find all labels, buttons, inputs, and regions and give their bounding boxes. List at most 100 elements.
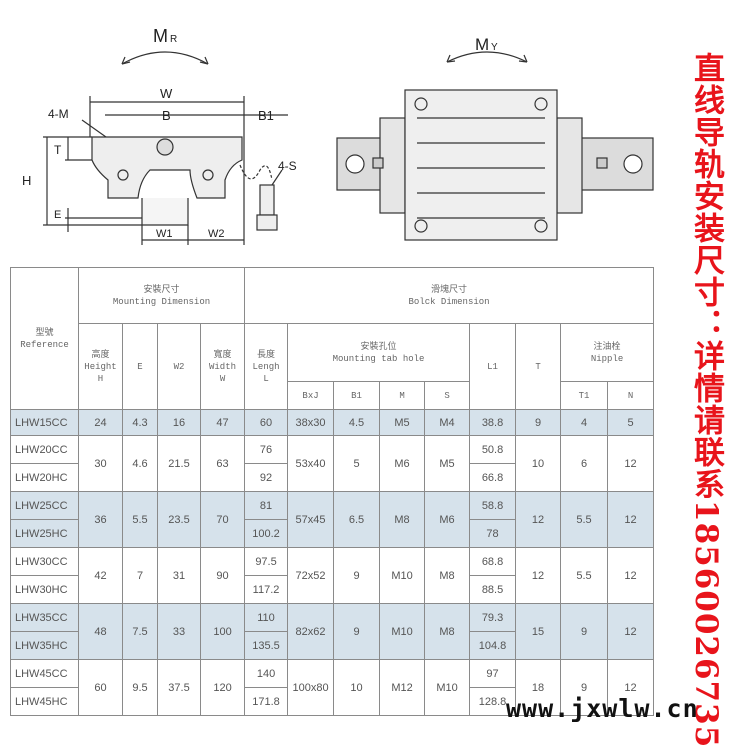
cell-reference: LHW35HC <box>10 631 79 660</box>
cell-reference: LHW45CC <box>10 659 79 688</box>
cell-e: 5.5 <box>122 491 158 548</box>
moment-arrow-arc <box>121 51 209 65</box>
cell-w: 47 <box>199 409 246 436</box>
header-bxj: BxJ <box>287 381 335 410</box>
cell-m: M8 <box>379 491 426 548</box>
cell-length: 135.5 <box>244 631 289 660</box>
cell-l1: 104.8 <box>469 631 517 660</box>
cell-e: 7.5 <box>122 603 158 660</box>
header-t: T <box>515 323 562 410</box>
cell-n: 5 <box>607 409 655 436</box>
cell-l1: 128.8 <box>469 687 517 716</box>
cell-s: M8 <box>424 603 471 660</box>
cell-l1: 97 <box>469 659 517 688</box>
cell-l1: 50.8 <box>469 435 517 464</box>
cell-reference: LHW45HC <box>10 687 79 716</box>
cell-m: M10 <box>379 547 426 604</box>
cell-s: M6 <box>424 491 471 548</box>
cell-bxj: 38x30 <box>287 409 335 436</box>
cell-reference: LHW20HC <box>10 463 79 492</box>
cell-w2: 31 <box>157 547 201 604</box>
cell-l1: 66.8 <box>469 463 517 492</box>
cell-length: 60 <box>244 409 289 436</box>
cell-length: 76 <box>244 435 289 464</box>
cell-t1: 9 <box>560 659 609 716</box>
cell-s: M4 <box>424 409 471 436</box>
cell-t: 12 <box>515 491 562 548</box>
header-s: S <box>424 381 471 410</box>
table-row: LHW45HC 171.8 128.8 <box>10 687 654 716</box>
cell-m: M6 <box>379 435 426 492</box>
cell-n: 12 <box>607 491 655 548</box>
cell-e: 4.3 <box>122 409 158 436</box>
dim-4s: 4-S <box>278 159 297 173</box>
cell-reference: LHW25HC <box>10 519 79 548</box>
cell-l1: 79.3 <box>469 603 517 632</box>
dim-e: E <box>54 209 61 221</box>
cell-w: 63 <box>199 435 246 492</box>
cell-reference: LHW25CC <box>10 491 79 520</box>
cell-reference: LHW15CC <box>10 409 79 436</box>
cell-length: 92 <box>244 463 289 492</box>
cell-h: 36 <box>78 491 123 548</box>
cell-s: M5 <box>424 435 471 492</box>
cell-h: 48 <box>78 603 123 660</box>
moment-sub-label: Y <box>491 42 498 53</box>
cell-bxj: 57x45 <box>287 491 335 548</box>
watermark: www.jxwlw.cn <box>506 694 699 723</box>
cell-l1: 68.8 <box>469 547 517 576</box>
cell-t: 15 <box>515 603 562 660</box>
cell-w2: 21.5 <box>157 435 201 492</box>
cell-w: 90 <box>199 547 246 604</box>
cell-s: M10 <box>424 659 471 716</box>
cell-h: 60 <box>78 659 123 716</box>
moment-label: M <box>475 35 489 54</box>
cell-w2: 16 <box>157 409 201 436</box>
table-row: LHW35HC 135.5 104.8 <box>10 631 654 660</box>
cell-length: 97.5 <box>244 547 289 576</box>
cell-n: 12 <box>607 435 655 492</box>
dim-b1: B1 <box>258 108 274 123</box>
cell-w2: 37.5 <box>157 659 201 716</box>
cell-w: 100 <box>199 603 246 660</box>
cell-length: 117.2 <box>244 575 289 604</box>
cell-h: 42 <box>78 547 123 604</box>
cell-t: 10 <box>515 435 562 492</box>
dim-b: B <box>162 108 171 123</box>
cell-m: M12 <box>379 659 426 716</box>
header-n: N <box>607 381 655 410</box>
cell-m: M10 <box>379 603 426 660</box>
cell-n: 12 <box>607 659 655 716</box>
cell-b1: 5 <box>333 435 381 492</box>
cell-reference: LHW30HC <box>10 575 79 604</box>
cell-length: 171.8 <box>244 687 289 716</box>
header-b1: B1 <box>333 381 381 410</box>
dim-4m: 4-M <box>48 107 69 121</box>
cell-t1: 5.5 <box>560 547 609 604</box>
cross-section-diagram: M R W B B1 4-M T H E W1 W2 4-S <box>22 26 297 245</box>
header-e: E <box>122 323 158 410</box>
cell-reference: LHW20CC <box>10 435 79 464</box>
cell-e: 9.5 <box>122 659 158 716</box>
dim-w1: W1 <box>156 228 173 240</box>
cell-l1: 58.8 <box>469 491 517 520</box>
cell-length: 140 <box>244 659 289 688</box>
cell-t: 12 <box>515 547 562 604</box>
cell-reference: LHW30CC <box>10 547 79 576</box>
cell-bxj: 82x62 <box>287 603 335 660</box>
cell-e: 4.6 <box>122 435 158 492</box>
dim-w2: W2 <box>208 228 225 240</box>
table-row: LHW20HC 92 66.8 <box>10 463 654 492</box>
cell-h: 24 <box>78 409 123 436</box>
cell-t: 9 <box>515 409 562 436</box>
cell-b1: 9 <box>333 603 381 660</box>
cell-length: 81 <box>244 491 289 520</box>
